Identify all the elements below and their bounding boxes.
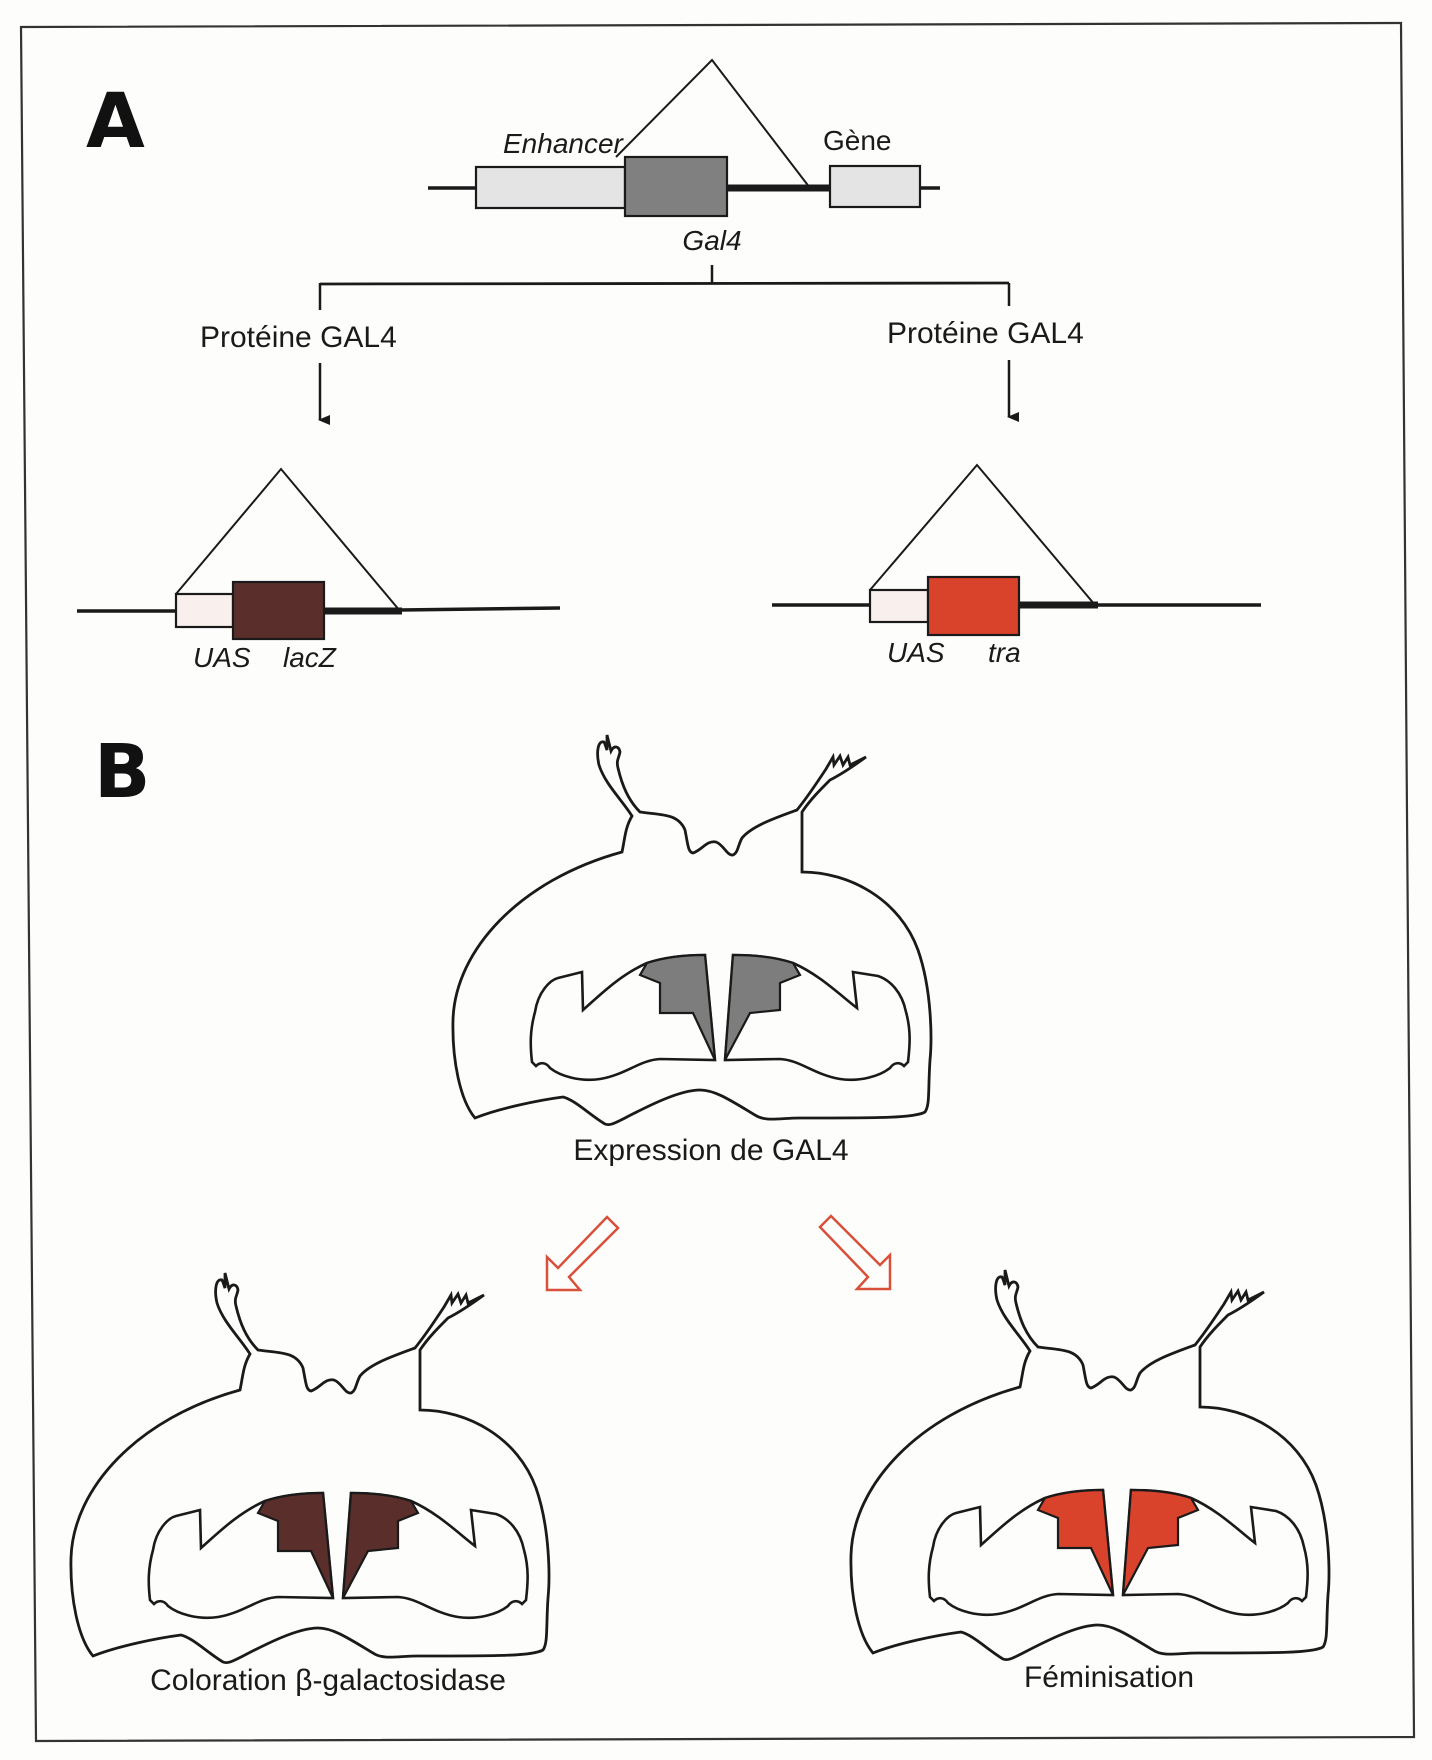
enhancer-trap-construct: Enhancer Gène Gal4 [428,58,940,256]
stained-region [256,1491,420,1599]
caption-beta-gal: Coloration β-galactosidase [150,1664,506,1697]
caption-gal4-expression: Expression de GAL4 [573,1134,848,1167]
tra-label: tra [988,637,1021,668]
figure-frame [19,21,1416,1743]
expression-region [638,953,802,1061]
uas-lacz-construct: UAS lacZ [77,467,561,673]
enhancer-box [474,165,627,210]
shaded-region-right [723,953,802,1061]
lacz-box [231,580,326,641]
uas-box [174,592,235,629]
uas-label-left: UAS [193,642,251,673]
gal4-box [623,155,729,218]
uas-box [868,588,930,624]
shaded-region-left [256,1491,335,1599]
gene-box [828,164,922,209]
insertion-triangle [869,463,1096,606]
insertion-triangle [175,467,401,612]
gal4-gene-label: Gal4 [682,225,741,256]
panel-a-label: A [86,76,145,165]
caption-feminization: Féminisation [1024,1661,1194,1694]
brain-feminization [849,1268,1331,1662]
transition-arrow-right-icon [818,1214,892,1291]
enhancer-label: Enhancer [503,128,625,159]
gene-label: Gène [823,125,892,156]
uas-tra-construct: UAS tra [772,463,1261,668]
brain-beta-gal-staining [69,1271,551,1665]
shaded-region-right [341,1491,420,1599]
protein-label-left: Protéine GAL4 [200,321,397,354]
uas-label-right: UAS [887,637,945,668]
feminized-region [1036,1488,1200,1596]
shaded-region-right [1121,1488,1200,1596]
branch-connector [318,265,1011,310]
shaded-region-left [638,953,717,1061]
brain-gal4-expression [451,733,933,1127]
lacz-label: lacZ [283,642,337,673]
panel-b-label: B [94,729,150,815]
tra-box [926,575,1021,637]
shaded-region-left [1036,1488,1115,1596]
transition-arrow-left-icon [545,1215,620,1292]
insertion-triangle [615,58,811,189]
protein-label-right: Protéine GAL4 [887,317,1084,350]
